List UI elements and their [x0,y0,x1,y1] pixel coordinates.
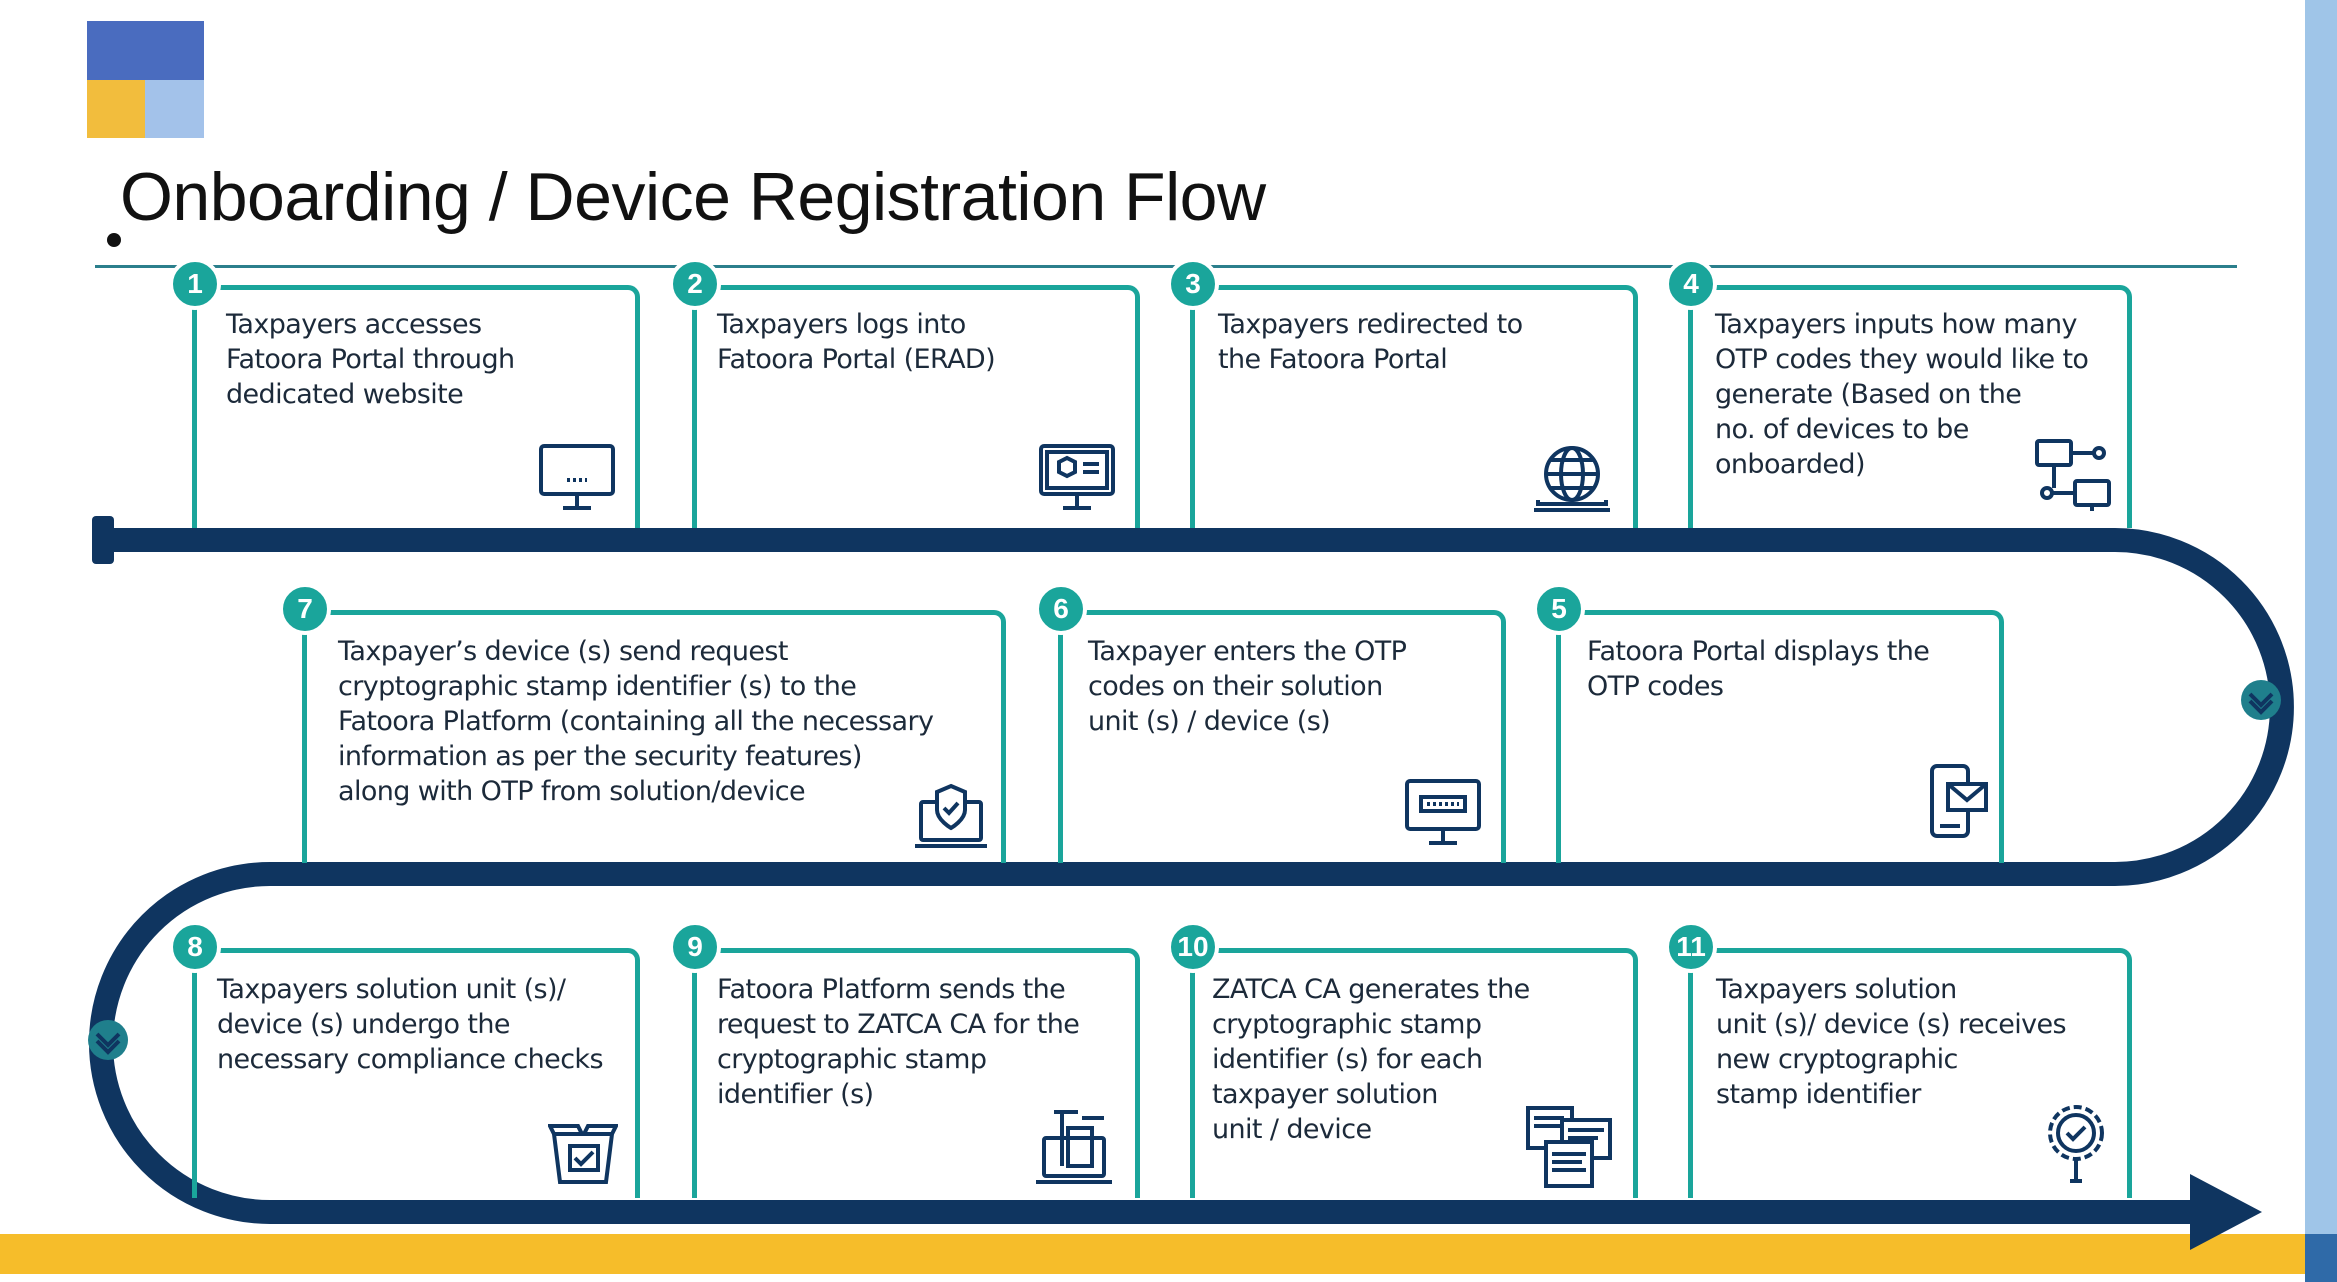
step-number-badge: 5 [1533,583,1585,635]
step-number-badge: 8 [169,921,221,973]
mobile-message-icon [1926,762,1990,842]
step-number-badge: 6 [1035,583,1087,635]
step-number-badge: 9 [669,921,721,973]
laptop-transfer-icon [1034,1108,1114,1188]
flow-arrow-head [2190,1174,2262,1250]
title-bullet [107,233,121,247]
step-card-4: 4 Taxpayers inputs how many OTP codes th… [1665,258,2132,528]
chevron-down-icon [2241,680,2281,720]
step-description: Taxpayers logs into Fatoora Portal (ERAD… [717,309,996,375]
step-card-10: 10 ZATCA CA generates the cryptographic … [1167,921,1638,1198]
step-description: Taxpayer’s device (s) send request crypt… [338,636,934,807]
step-description: Fatoora Platform sends the request to ZA… [717,974,1080,1110]
step-description: Taxpayers accesses Fatoora Portal throug… [226,309,515,410]
step-number-badge: 7 [279,583,331,635]
step-description: Taxpayers solution unit (s)/ device (s) … [1716,974,2067,1110]
step-number-badge: 11 [1665,921,1717,973]
bottom-accent-bar [0,1234,2305,1274]
laptop-shield-icon [913,780,989,856]
flow-track [89,528,2294,1224]
step-card-9: 9 Fatoora Platform sends the request to … [669,921,1140,1198]
monitor-settings-icon [1037,442,1117,514]
step-description: ZATCA CA generates the cryptographic sta… [1212,974,1530,1145]
step-card-6: 6 Taxpayer enters the OTP codes on their… [1035,583,1506,863]
documents-icon [1524,1104,1614,1190]
step-card-3: 3 Taxpayers redirected to the Fatoora Po… [1167,258,1638,528]
step-description: Taxpayer enters the OTP codes on their s… [1088,636,1407,737]
step-card-5: 5 Fatoora Portal displays the OTP codes [1533,583,2004,863]
monitor-password-icon [1403,777,1483,849]
step-number-badge: 10 [1167,921,1219,973]
step-card-2: 2 Taxpayers logs into Fatoora Portal (ER… [669,258,1140,528]
step-card-1: 1 Taxpayers accesses Fatoora Portal thro… [169,258,640,528]
network-devices-icon [2033,437,2113,517]
step-card-11: 11 Taxpayers solution unit (s)/ device (… [1665,921,2132,1198]
chevron-down-icon [88,1020,128,1060]
step-description: Taxpayers inputs how many OTP codes they… [1715,309,2089,480]
step-number-badge: 4 [1665,258,1717,310]
step-number-badge: 3 [1167,258,1219,310]
gear-certificate-icon [2042,1101,2110,1185]
step-card-8: 8 Taxpayers solution unit (s)/ device (s… [169,921,640,1198]
laptop-globe-icon [1530,442,1614,518]
logo-square-yellow [87,80,145,138]
step-number-badge: 2 [669,258,721,310]
page-title: Onboarding / Device Registration Flow [120,159,1266,235]
step-description: Taxpayers solution unit (s)/ device (s) … [217,974,604,1075]
step-description: Fatoora Portal displays the OTP codes [1587,636,1930,702]
step-description: Taxpayers redirected to the Fatoora Port… [1218,309,1523,375]
step-card-7: 7 Taxpayer’s device (s) send request cry… [279,583,1006,863]
logo-square-light [145,80,204,138]
step-number-badge: 1 [169,258,221,310]
flow-start-cap [92,516,114,564]
title-divider [95,265,2237,268]
compliance-box-icon [548,1120,618,1188]
logo-square-blue [87,21,204,80]
right-accent-strip [2305,0,2337,1282]
monitor-icon [537,442,617,514]
corner-accent [2305,1234,2337,1282]
